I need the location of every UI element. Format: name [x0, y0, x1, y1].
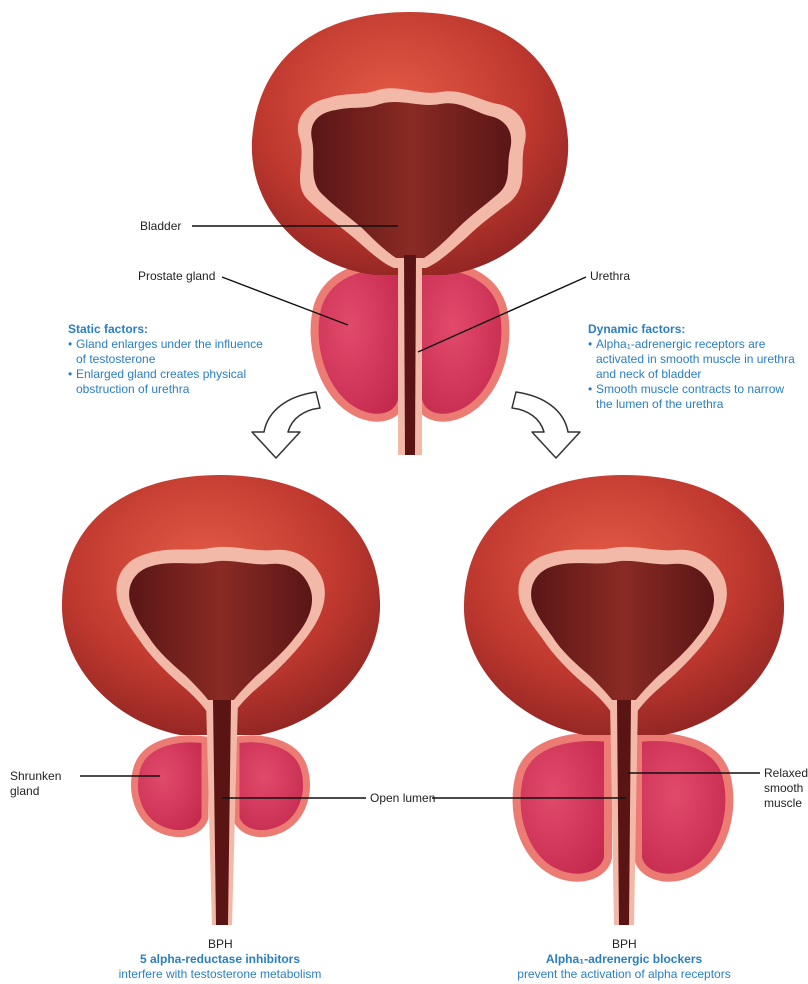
right-organ [464, 475, 784, 925]
dynamic-factor-item: Smooth muscle contracts to narrow the lu… [588, 382, 800, 412]
label-prostate-gland: Prostate gland [138, 269, 215, 284]
caption-right-sub: prevent the activation of alpha receptor… [494, 967, 754, 982]
left-gland-left-lobe [135, 739, 205, 834]
dynamic-factors-block: Dynamic factors: Alpha₁-adrenergic recep… [588, 322, 803, 412]
left-urethra-open-lumen [213, 700, 231, 925]
label-open-lumen: Open lumen [370, 791, 435, 806]
dynamic-factors-list: Alpha₁-adrenergic receptors are activate… [588, 337, 800, 412]
top-gland-right-lobe [418, 265, 505, 418]
label-bph-left: BPH [208, 937, 233, 952]
dynamic-factors-title: Dynamic factors: [588, 322, 803, 337]
right-gland-left-lobe [517, 737, 608, 878]
caption-left-sub: interfere with testosterone metabolism [90, 967, 350, 982]
static-factors-block: Static factors: Gland enlarges under the… [68, 322, 278, 397]
arrow-to-right [512, 392, 580, 458]
left-gland-right-lobe [236, 739, 306, 834]
label-urethra: Urethra [590, 269, 630, 284]
static-factors-title: Static factors: [68, 322, 278, 337]
label-bladder: Bladder [140, 219, 181, 234]
top-urethra [404, 255, 416, 455]
caption-left-title: 5 alpha-reductase inhibitors [90, 952, 350, 967]
top-gland-left-lobe [315, 265, 402, 418]
static-factors-list: Gland enlarges under the influence of te… [68, 337, 268, 397]
top-organ [252, 12, 568, 455]
label-shrunken-gland: Shrunken gland [10, 769, 61, 799]
caption-right-title: Alpha₁-adrenergic blockers [494, 952, 754, 967]
label-bph-right: BPH [612, 937, 637, 952]
right-gland-right-lobe [638, 737, 729, 878]
static-factor-item: Enlarged gland creates physical obstruct… [68, 367, 268, 397]
static-factor-item: Gland enlarges under the influence of te… [68, 337, 268, 367]
label-relaxed-muscle: Relaxed smooth muscle [764, 766, 808, 811]
arrow-to-left [252, 392, 320, 458]
right-urethra-open-lumen [617, 700, 631, 925]
dynamic-factor-item: Alpha₁-adrenergic receptors are activate… [588, 337, 800, 382]
left-organ [62, 475, 380, 925]
